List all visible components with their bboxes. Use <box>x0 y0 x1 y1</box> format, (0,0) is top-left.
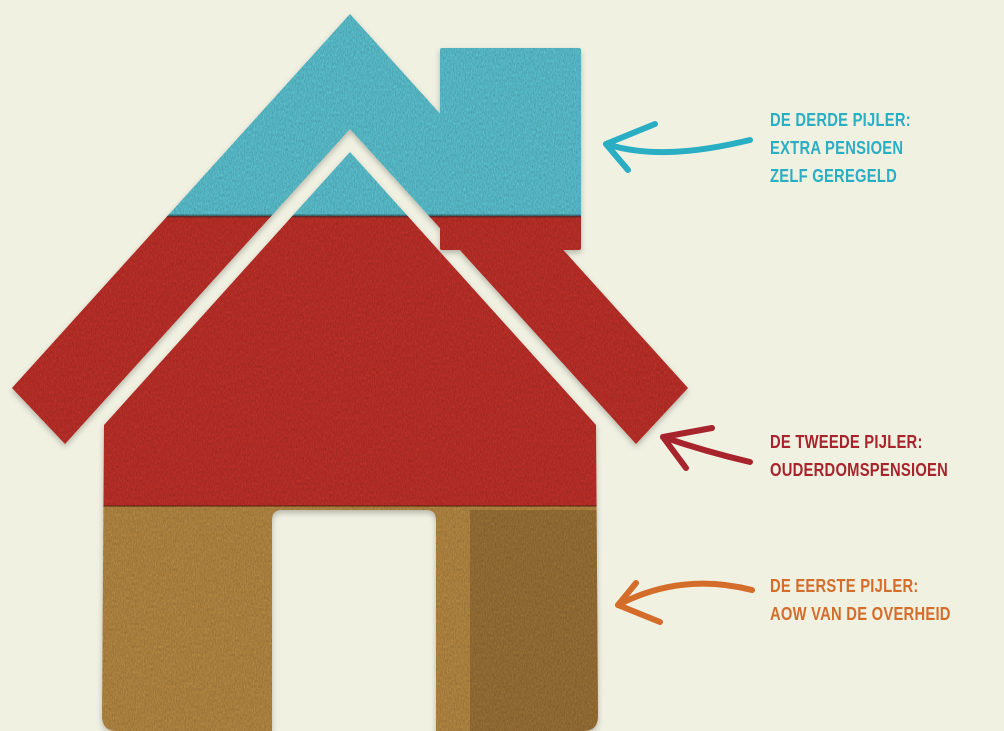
label-line: OUDERDOMSPENSIOEN <box>770 456 948 484</box>
label-line: DE EERSTE PIJLER: <box>770 572 951 600</box>
arrow-left-icon <box>663 428 750 468</box>
house <box>0 0 700 731</box>
label-second-pillar: DE TWEEDE PIJLER: OUDERDOMSPENSIOEN <box>770 428 948 484</box>
label-line: EXTRA PENSIOEN <box>770 134 911 162</box>
label-line: AOW VAN DE OVERHEID <box>770 600 951 628</box>
grain-texture <box>0 0 700 731</box>
arrow-left-icon <box>618 583 752 622</box>
label-line: ZELF GEREGELD <box>770 162 911 190</box>
label-first-pillar: DE EERSTE PIJLER: AOW VAN DE OVERHEID <box>770 572 951 628</box>
label-line: DE DERDE PIJLER: <box>770 106 911 134</box>
label-third-pillar: DE DERDE PIJLER: EXTRA PENSIOEN ZELF GER… <box>770 106 911 190</box>
label-line: DE TWEEDE PIJLER: <box>770 428 948 456</box>
arrow-left-icon <box>606 124 750 170</box>
